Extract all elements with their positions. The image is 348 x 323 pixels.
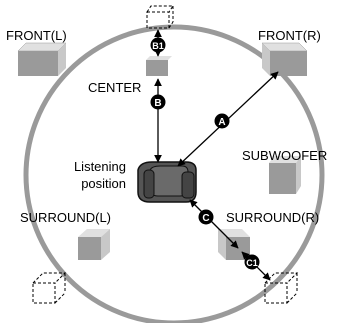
marker-a: A <box>214 113 230 129</box>
subwoofer-label: SUBWOOFER <box>242 148 328 163</box>
svg-text:C: C <box>202 213 209 224</box>
front-left-label: FRONT(L) <box>6 28 67 43</box>
listening-position-line1: Listening <box>73 159 126 174</box>
svg-text:C1: C1 <box>246 258 258 268</box>
front-right-speaker <box>261 42 308 76</box>
center-speaker-alt-position <box>146 5 174 29</box>
surround-left-label: SURROUND(L) <box>20 210 111 225</box>
surround-right-label: SURROUND(R) <box>226 210 320 225</box>
front-right-label: FRONT(R) <box>258 28 321 43</box>
distance-c-line <box>189 199 239 249</box>
surround-left-speaker <box>78 229 110 260</box>
center-label: CENTER <box>88 80 142 95</box>
surround-left-alt-position <box>32 272 67 304</box>
front-left-speaker <box>17 42 67 76</box>
svg-text:B: B <box>154 98 161 109</box>
marker-c1: C1 <box>244 254 260 270</box>
room-circle <box>23 24 325 323</box>
svg-text:B1: B1 <box>152 41 164 51</box>
svg-text:A: A <box>218 117 225 128</box>
listening-position-label: Listening position <box>62 158 126 192</box>
listening-position-line2: position <box>81 176 126 191</box>
marker-b1: B1 <box>150 37 166 53</box>
marker-c: C <box>198 209 214 225</box>
marker-b: B <box>150 94 166 110</box>
center-speaker <box>146 56 172 76</box>
listening-chair <box>137 161 197 203</box>
